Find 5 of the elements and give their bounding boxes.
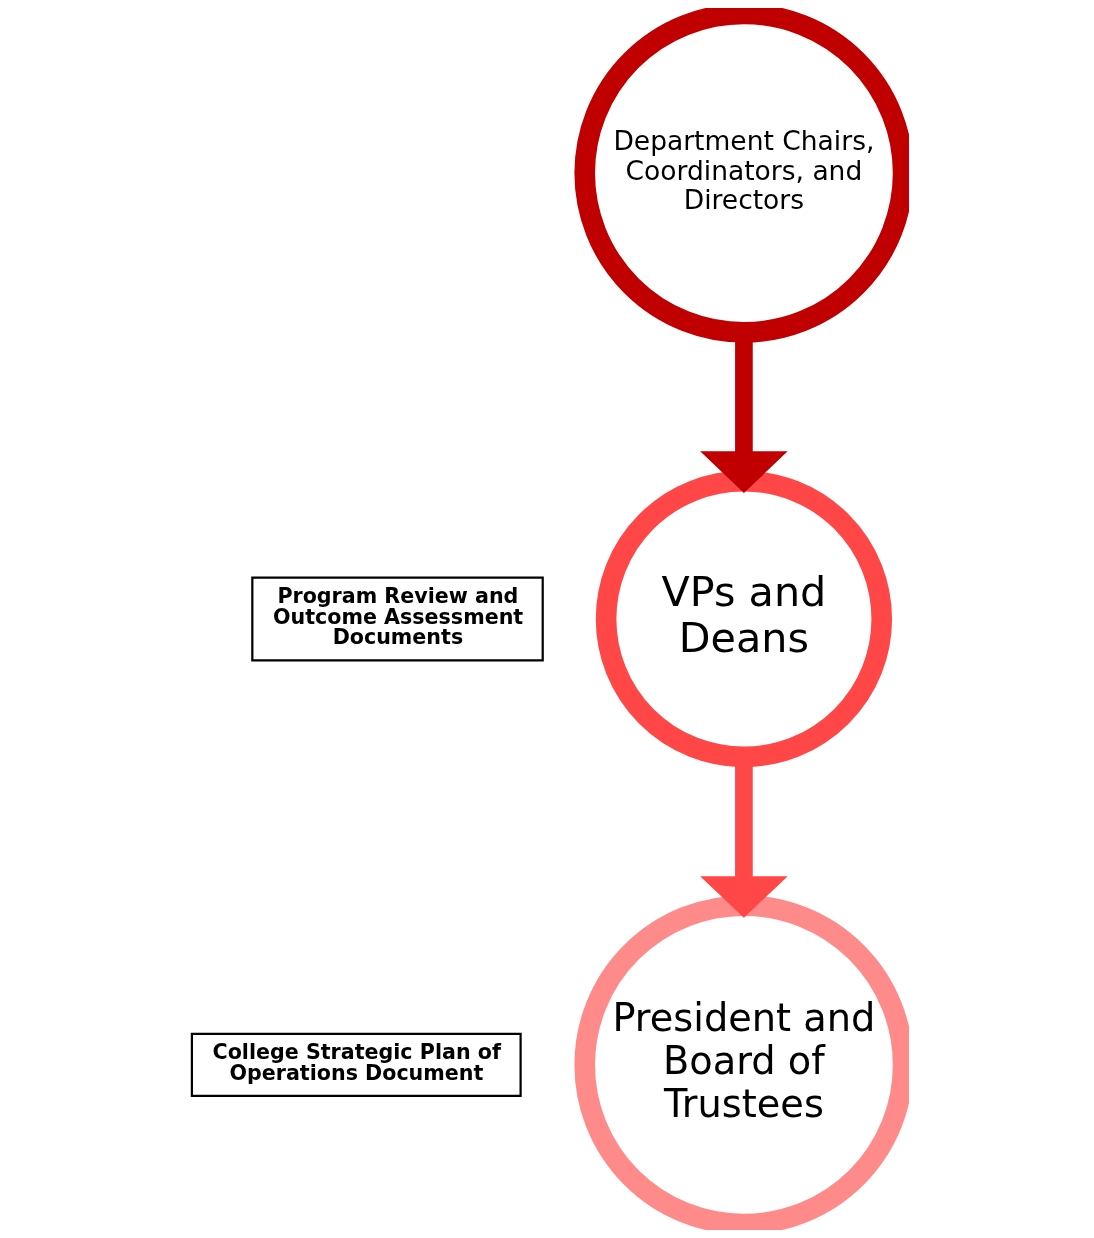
node-circle: Department Chairs, Coordinators, and Directors [573,8,909,343]
node-circle: President and Board of Trustees [573,895,909,1230]
node-box: College Strategic Plan of Operations Document [190,1032,522,1097]
node-box: Program Review and Outcome Assessment Documents [250,576,544,662]
node-circle: VPs and Deans [595,470,892,768]
